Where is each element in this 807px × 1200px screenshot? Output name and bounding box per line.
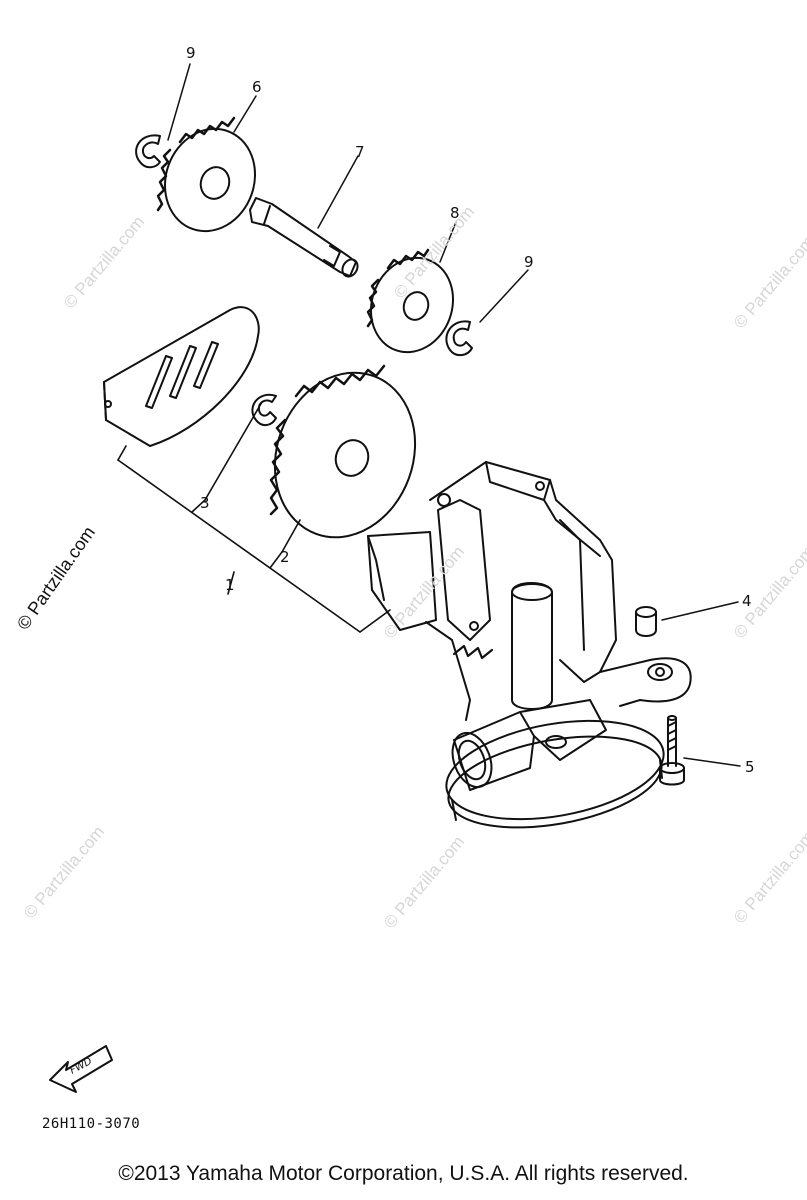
callout-9-right: 9 xyxy=(524,253,534,271)
callout-3: 3 xyxy=(200,494,210,512)
assembly-bracket-1 xyxy=(117,401,391,633)
callout-5: 5 xyxy=(745,758,755,776)
circlip-9-top xyxy=(135,134,161,169)
plug-4 xyxy=(635,606,657,637)
callout-8: 8 xyxy=(450,204,460,222)
copyright-notice: ©2013 Yamaha Motor Corporation, U.S.A. A… xyxy=(118,1162,689,1185)
callout-4: 4 xyxy=(742,592,752,610)
leader-lines xyxy=(167,63,741,767)
circlip-3 xyxy=(251,393,277,426)
callout-7: 7 xyxy=(355,143,365,161)
shaft-7 xyxy=(249,197,359,278)
circlip-9-right xyxy=(445,320,473,356)
oil-pump-body xyxy=(367,461,692,829)
gear-6 xyxy=(156,116,257,233)
callout-9-top: 9 xyxy=(186,44,196,62)
gear-8 xyxy=(366,248,455,354)
callout-2: 2 xyxy=(280,548,290,566)
fwd-arrow-icon xyxy=(49,1045,113,1093)
callout-1: 1 xyxy=(225,576,235,594)
cover-plate xyxy=(103,306,260,447)
gear-2 xyxy=(269,364,417,539)
callout-6: 6 xyxy=(252,78,262,96)
bolt-5 xyxy=(659,715,685,786)
diagram-code: 26H110-3070 xyxy=(42,1116,141,1132)
